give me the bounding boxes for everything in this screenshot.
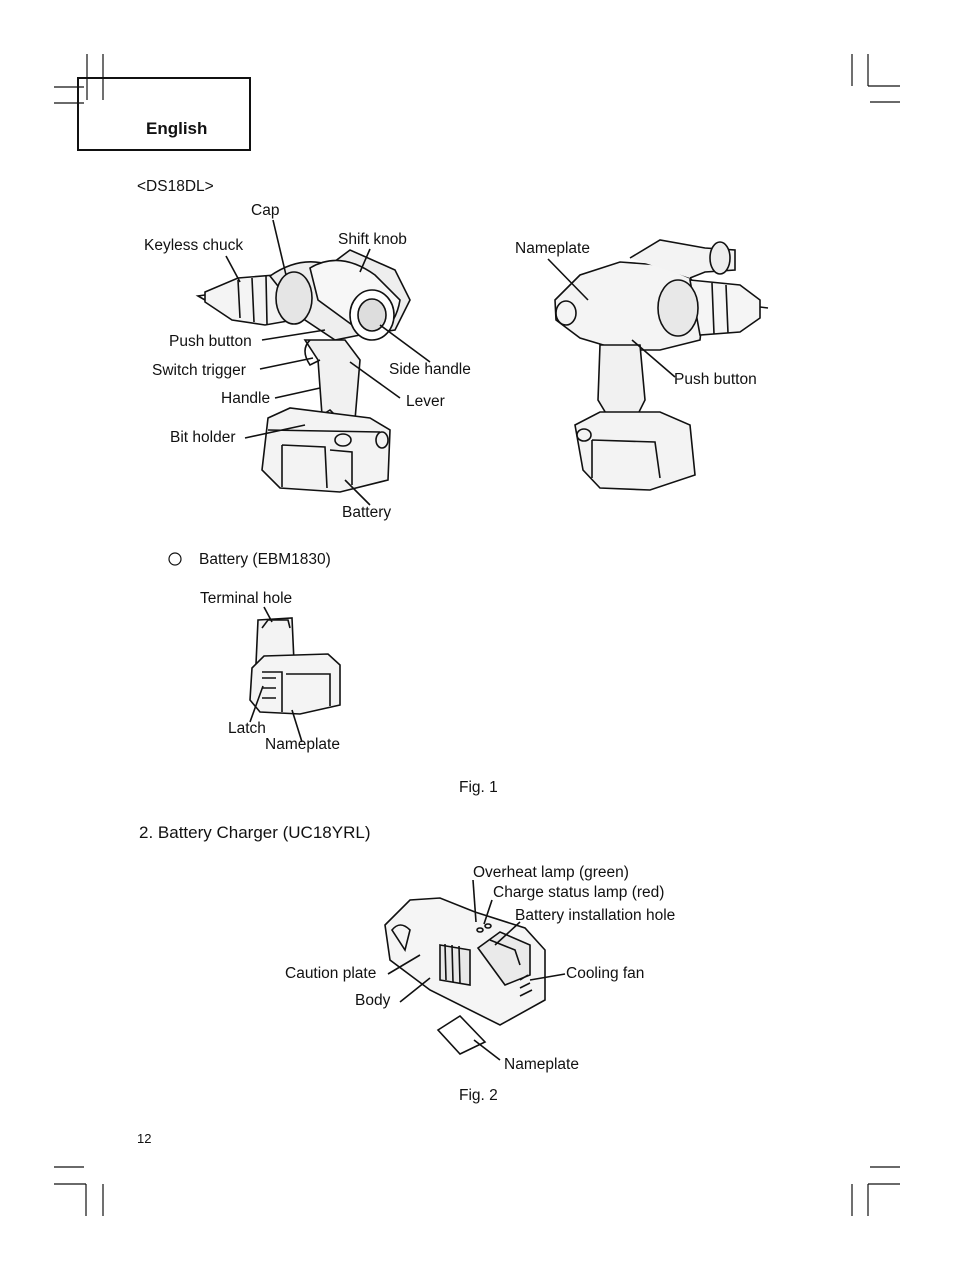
label-battery-installation-hole: Battery installation hole xyxy=(515,907,676,924)
charger-illustration xyxy=(384,879,566,1061)
page-number: 12 xyxy=(137,1131,152,1146)
section-title-charger: 2. Battery Charger (UC18YRL) xyxy=(139,823,371,842)
drill-left-illustration xyxy=(195,219,431,506)
label-push-button-right: Push button xyxy=(674,371,757,388)
label-body: Body xyxy=(355,992,391,1009)
label-nameplate-charger: Nameplate xyxy=(504,1056,579,1073)
fig1-caption: Fig. 1 xyxy=(459,779,498,796)
label-push-button-left: Push button xyxy=(169,333,252,350)
language-box xyxy=(77,77,251,151)
language-label: English xyxy=(146,119,208,138)
label-cooling-fan: Cooling fan xyxy=(566,965,645,982)
label-switch-trigger: Switch trigger xyxy=(152,362,246,379)
label-side-handle: Side handle xyxy=(389,361,471,378)
label-bit-holder: Bit holder xyxy=(170,429,236,446)
model-label: <DS18DL> xyxy=(137,178,214,195)
label-caution-plate: Caution plate xyxy=(285,965,377,982)
crop-marks xyxy=(54,54,900,1216)
label-nameplate-right: Nameplate xyxy=(515,240,590,257)
label-shift-knob: Shift knob xyxy=(338,231,407,248)
battery-section-title: Battery (EBM1830) xyxy=(199,551,331,568)
label-charge-status-lamp: Charge status lamp (red) xyxy=(493,884,665,901)
label-handle: Handle xyxy=(221,390,271,407)
label-cap: Cap xyxy=(251,202,280,219)
label-overheat-lamp: Overheat lamp (green) xyxy=(473,864,629,881)
fig2-caption: Fig. 2 xyxy=(459,1087,498,1104)
label-keyless-chuck: Keyless chuck xyxy=(144,237,244,254)
bullet-circle xyxy=(168,552,182,566)
label-latch: Latch xyxy=(228,720,266,737)
label-lever: Lever xyxy=(406,393,445,410)
battery-illustration xyxy=(249,606,341,743)
label-nameplate-battery: Nameplate xyxy=(265,736,340,753)
drill-right-illustration xyxy=(547,239,769,491)
label-terminal-hole: Terminal hole xyxy=(200,590,293,607)
label-battery: Battery xyxy=(342,504,392,521)
